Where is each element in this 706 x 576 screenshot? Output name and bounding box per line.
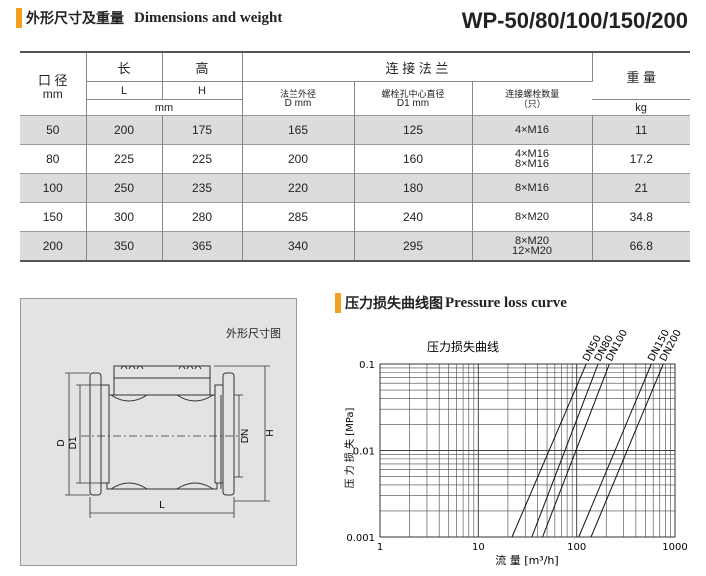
model-number: WP-50/80/100/150/200 [461, 8, 688, 33]
header-bolt-circle: 螺栓孔中心直径 D1 mm [354, 81, 473, 116]
accent-bar [16, 8, 22, 28]
section-header-pressure: 压力损失曲线图 Pressure loss curve [335, 293, 567, 313]
pressure-title-en: Pressure loss curve [445, 294, 567, 311]
header-lh-unit: mm [86, 99, 243, 116]
dim-label-d1: D1 [68, 436, 79, 449]
header-weight-unit: kg [592, 99, 690, 116]
chart-title: 压力损失曲线 [427, 339, 499, 354]
dim-label-dn: DN [240, 429, 251, 443]
section-header-dimensions: 外形尺寸及重量 Dimensions and weight [16, 8, 282, 28]
dim-label-d: D [56, 439, 67, 446]
header-height-symbol: H [162, 81, 243, 100]
header-flange-od: 法兰外径 D mm [242, 81, 355, 116]
dim-label-l: L [159, 500, 165, 511]
dim-label-h: H [265, 429, 276, 436]
series-line-dn50 [511, 363, 587, 538]
x-tick-label: 100 [567, 542, 586, 553]
header-bolt-count: 连接螺栓数量 （只） [472, 81, 592, 116]
x-tick-label: 10 [472, 542, 485, 553]
dimension-drawing-panel: D D1 DN H L [20, 298, 297, 566]
series-line-dn100 [542, 363, 610, 538]
x-axis-label: 流 量 [m³/h] [495, 553, 558, 567]
y-axis-label: 压 力 损 失 [MPa] [343, 407, 356, 488]
header-flange: 连 接 法 兰 [242, 51, 593, 82]
y-tick-label: 0.1 [359, 360, 375, 371]
pressure-title-cn: 压力损失曲线图 [345, 296, 443, 312]
y-tick-label: 0.01 [353, 447, 375, 458]
chart-grid [380, 364, 675, 537]
x-tick-label: 1 [377, 542, 383, 553]
pressure-loss-chart: 压力损失曲线 压 力 损 失 [MPa] 流 量 [m³/h] 1 10 100 10… [343, 330, 688, 567]
x-tick-label: 1000 [662, 542, 687, 553]
series-lines [511, 363, 664, 538]
header-height: 高 [162, 51, 243, 82]
header-weight: 重 量 [592, 51, 690, 100]
series-line-dn150 [578, 363, 652, 538]
dimension-drawing-title: 外形尺寸图 [226, 327, 281, 340]
plot-frame [379, 363, 676, 538]
dimensions-title-en: Dimensions and weight [134, 9, 283, 26]
dimensions-table: 口 径 mm 长 高 连 接 法 兰 重 量 L H 法兰外径 D mm 螺栓孔… [20, 51, 690, 262]
axis-ticks: 1 10 100 1000 0.001 0.01 0.1 [346, 360, 687, 553]
header-length-symbol: L [86, 81, 163, 100]
accent-bar [335, 293, 341, 313]
series-line-dn200 [590, 363, 664, 538]
header-length: 长 [86, 51, 163, 82]
y-tick-label: 0.001 [346, 533, 375, 544]
dimensions-title-cn: 外形尺寸及重量 [26, 11, 124, 27]
header-dn: 口 径 mm [20, 51, 87, 116]
valve-drawing: D D1 DN H L [56, 365, 276, 518]
series-line-dn80 [531, 363, 599, 538]
